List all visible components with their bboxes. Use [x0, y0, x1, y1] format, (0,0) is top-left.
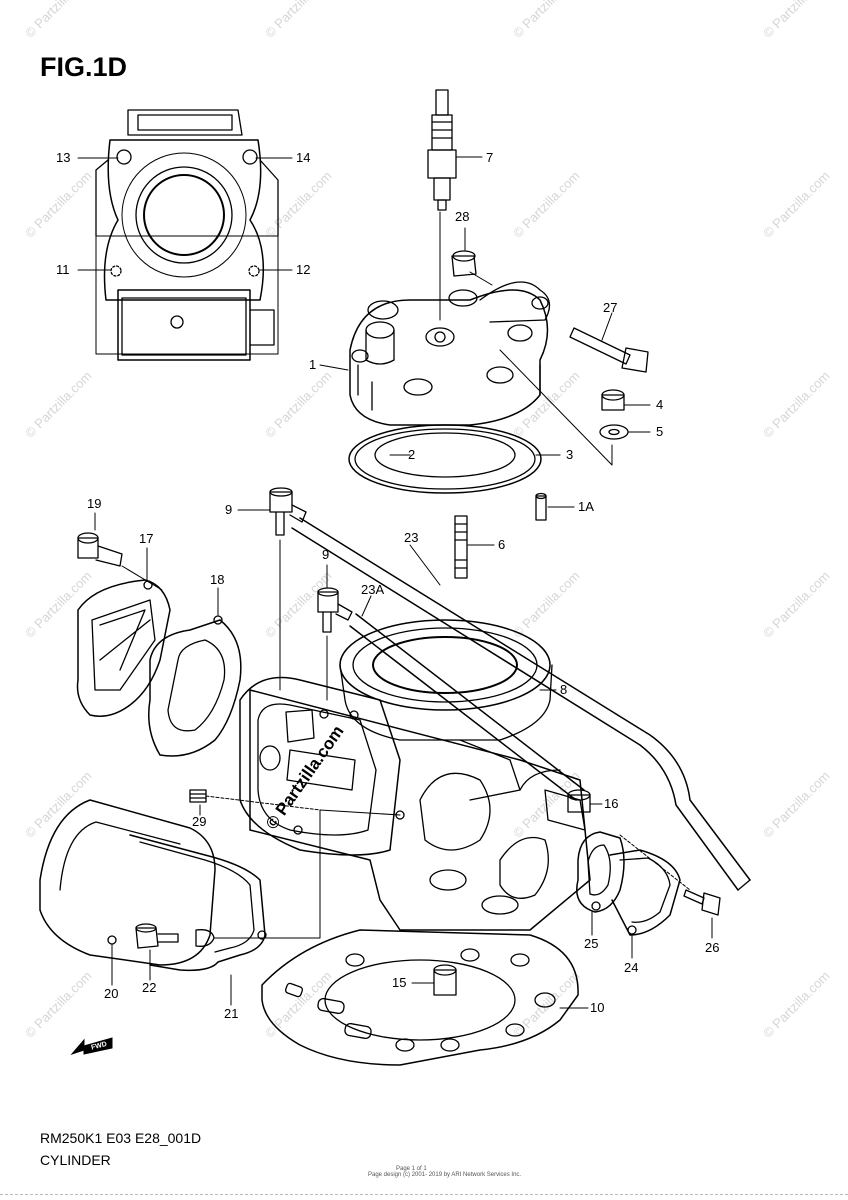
plug-29: [189, 789, 321, 816]
joint-9-lower: [317, 564, 353, 701]
stud-6: [454, 515, 495, 579]
callout-label: 4: [656, 397, 664, 412]
callout-label: 19: [87, 496, 102, 511]
fwd-arrow-icon: FWD: [70, 1037, 113, 1056]
callout-label: 15: [392, 975, 407, 990]
valve-cover-24: [609, 849, 681, 959]
callout-label: 29: [192, 814, 207, 829]
base-gasket-10: [261, 929, 589, 1066]
callout-label: 27: [603, 300, 618, 315]
cylinder-body: [239, 619, 591, 931]
callout-label: 28: [455, 209, 470, 224]
figure-code: RM250K1 E03 E28_001D: [40, 1130, 202, 1146]
callout-label: 24: [624, 960, 639, 975]
nut-16: [567, 789, 603, 813]
callout-label: 6: [498, 537, 506, 552]
callout-label: 9: [322, 547, 330, 562]
callout-label: 1: [309, 357, 317, 372]
gasket-18: [148, 587, 242, 757]
dowel-1a: [535, 492, 575, 521]
o-rings: [348, 424, 542, 494]
callout-label: 1A: [578, 499, 594, 514]
hose-23a: [349, 595, 585, 801]
figure-title: FIG.1D: [40, 52, 128, 82]
bolt-26: [619, 834, 721, 939]
inset-leaders: [77, 157, 293, 271]
callout-label: 16: [604, 796, 619, 811]
callout-label: 20: [104, 986, 119, 1001]
dowel-15: [411, 964, 457, 996]
cover-gasket-21: [129, 834, 267, 1006]
callout-label: 9: [225, 502, 233, 517]
bolt-19: [77, 512, 163, 591]
callout-label: 13: [56, 150, 71, 165]
bolt-27: [569, 312, 649, 373]
callout-label: 7: [486, 150, 494, 165]
callout-label: 3: [566, 447, 574, 462]
callout-label: 10: [590, 1000, 605, 1015]
callout-label: 22: [142, 980, 157, 995]
nut-4: [601, 389, 651, 411]
fwd-label: FWD: [90, 1041, 107, 1052]
cylinder-head: [319, 281, 551, 426]
callout-label: 11: [56, 262, 70, 277]
joint-9-upper: [237, 487, 307, 691]
gasket-17: [76, 547, 171, 717]
callout-label: 21: [224, 1006, 239, 1021]
figure-name: CYLINDER: [40, 1152, 111, 1168]
exhaust-cover-20: [39, 799, 216, 986]
head-top-view-inset: [95, 109, 279, 361]
washer-28: [451, 227, 493, 286]
spark-plug: [427, 89, 483, 321]
callout-label: 18: [210, 572, 225, 587]
callout-label: 8: [560, 682, 568, 697]
callout-label: 5: [656, 424, 664, 439]
callout-label: 25: [584, 936, 599, 951]
callout-label: 23A: [361, 582, 385, 597]
callout-label: 12: [296, 262, 311, 277]
page-count: Page 1 of 1: [396, 1166, 427, 1172]
breather-hose-23: [291, 517, 751, 891]
callout-label: 2: [408, 447, 416, 462]
page-credit: Page design (c) 2001- 2019 by ARI Networ…: [368, 1172, 522, 1178]
callout-3-bracket: [499, 349, 613, 466]
valve-gasket-25: [576, 831, 625, 936]
callout-label: 14: [296, 150, 311, 165]
callout-label: 26: [705, 940, 720, 955]
callout-label: 23: [404, 530, 419, 545]
washer-5: [599, 424, 651, 440]
bolt-22: [135, 809, 401, 981]
page-border: [0, 1194, 848, 1195]
callout-label: 17: [139, 531, 154, 546]
